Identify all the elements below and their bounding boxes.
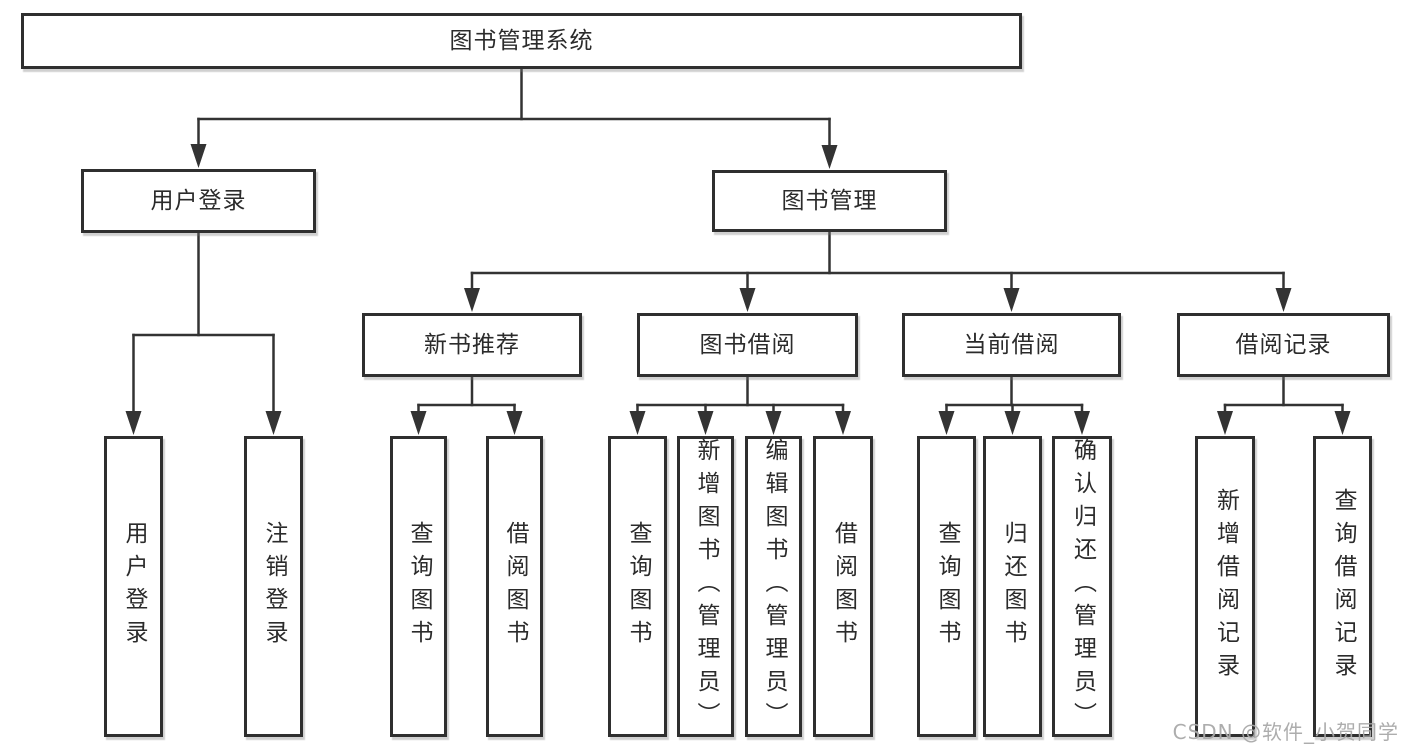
node-book-management-label: 图书管理 — [781, 187, 878, 214]
node-current-borrowing-label: 当前借阅 — [963, 331, 1060, 358]
leaf-logout-login-label: 注销登录 — [261, 520, 287, 653]
node-book-management: 图书管理 — [712, 170, 947, 232]
leaf-records-add-record-label: 新增借阅记录 — [1212, 487, 1239, 686]
leaf-current-query-books-label: 查询图书 — [934, 520, 960, 653]
watermark: CSDN @软件_小贺同学 — [1172, 720, 1399, 744]
leaf-borrowing-edit-books-admin-label: 编辑图书（管理员） — [761, 438, 787, 735]
leaf-recommend-query-books-label: 查询图书 — [406, 520, 432, 653]
leaf-borrowing-query-books-label: 查询图书 — [625, 520, 651, 653]
leaf-user-login: 用户登录 — [104, 436, 163, 737]
leaf-records-add-record: 新增借阅记录 — [1195, 436, 1255, 737]
leaf-user-login-label: 用户登录 — [121, 520, 147, 653]
leaf-current-return-books-label: 归还图书 — [1000, 520, 1026, 653]
leaf-borrowing-borrow-books: 借阅图书 — [813, 436, 873, 737]
node-user-login: 用户登录 — [81, 169, 316, 233]
leaf-borrowing-edit-books-admin: 编辑图书（管理员） — [745, 436, 802, 737]
node-new-book-recommend: 新书推荐 — [362, 313, 582, 377]
leaf-recommend-query-books: 查询图书 — [390, 436, 447, 737]
node-root: 图书管理系统 — [21, 13, 1022, 69]
leaf-current-query-books: 查询图书 — [917, 436, 976, 737]
leaf-records-query-record: 查询借阅记录 — [1313, 436, 1372, 737]
leaf-recommend-borrow-books-label: 借阅图书 — [502, 520, 528, 653]
connector-borrowing-records — [1223, 375, 1344, 415]
leaf-logout-login: 注销登录 — [244, 436, 303, 737]
node-root-label: 图书管理系统 — [449, 27, 594, 54]
leaf-borrowing-add-books-admin-label: 新增图书（管理员） — [693, 438, 719, 735]
connector-user-login — [132, 231, 275, 415]
leaf-records-query-record-label: 查询借阅记录 — [1330, 487, 1356, 686]
connector-new-book-recommend — [417, 375, 516, 415]
node-borrowing-records-label: 借阅记录 — [1235, 331, 1332, 358]
node-new-book-recommend-label: 新书推荐 — [424, 331, 520, 358]
node-borrowing-records: 借阅记录 — [1177, 313, 1390, 377]
node-current-borrowing: 当前借阅 — [902, 313, 1121, 377]
leaf-borrowing-add-books-admin: 新增图书（管理员） — [677, 436, 734, 737]
connector-current-borrowing — [945, 375, 1084, 415]
node-book-borrowing-label: 图书借阅 — [699, 331, 796, 358]
leaf-borrowing-query-books: 查询图书 — [608, 436, 667, 737]
connector-book-management — [470, 230, 1285, 292]
connector-root-to-level2 — [197, 67, 831, 149]
connector-book-borrowing — [636, 375, 845, 415]
leaf-current-confirm-return-admin-label: 确认归还（管理员） — [1069, 438, 1096, 735]
leaf-borrowing-borrow-books-label: 借阅图书 — [830, 520, 857, 653]
leaf-recommend-borrow-books: 借阅图书 — [486, 436, 543, 737]
leaf-current-confirm-return-admin: 确认归还（管理员） — [1052, 436, 1112, 737]
node-user-login-label: 用户登录 — [150, 187, 247, 214]
leaf-current-return-books: 归还图书 — [983, 436, 1042, 737]
node-book-borrowing: 图书借阅 — [637, 313, 858, 377]
